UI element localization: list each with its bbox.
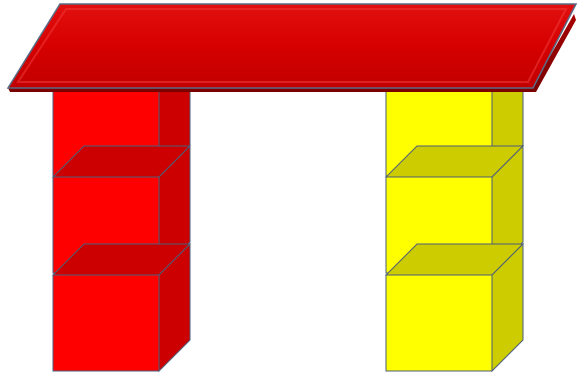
right-cube-tower <box>386 49 523 371</box>
left-cube-tower <box>53 49 190 371</box>
cube-front-face <box>53 275 159 371</box>
beam-face <box>8 4 576 88</box>
top-beam <box>8 4 576 92</box>
tower-cube <box>53 244 190 371</box>
tower-cube <box>386 244 523 371</box>
cube-front-face <box>386 275 492 371</box>
